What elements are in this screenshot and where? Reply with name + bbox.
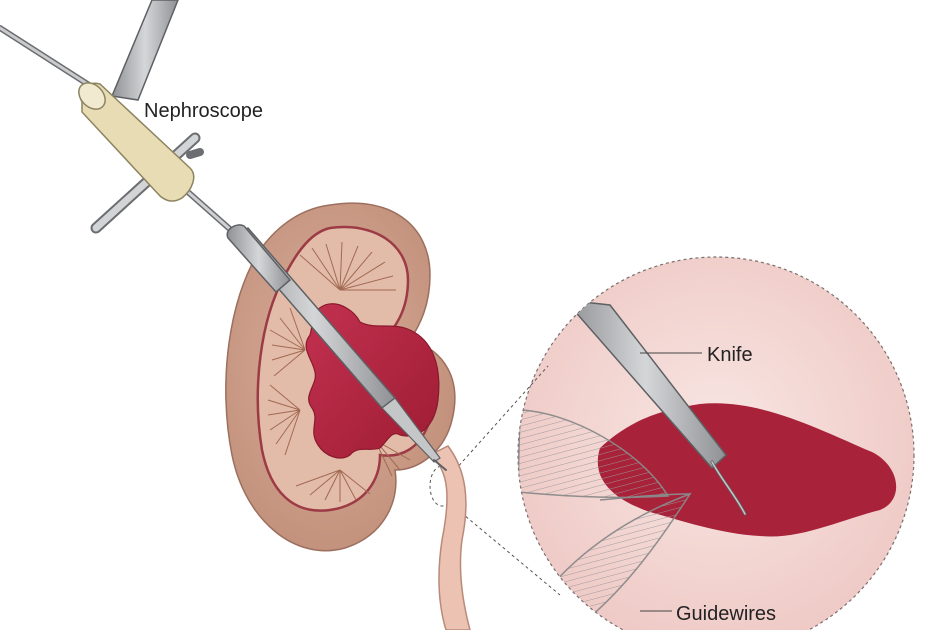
zoom-connector-top: [454, 365, 549, 471]
nephroscope: [78, 82, 447, 471]
knife-instrument: [563, 299, 747, 516]
guidewire-upper: [518, 409, 670, 499]
ureter: [428, 445, 471, 630]
nephroscope-label: Nephroscope: [144, 100, 263, 122]
zoom-view: [517, 256, 915, 630]
scope-tip: [381, 397, 441, 463]
knife-label: Knife: [707, 344, 753, 366]
telescope-shaft: [110, 0, 179, 101]
guidewires-label: Guidewires: [676, 603, 777, 625]
